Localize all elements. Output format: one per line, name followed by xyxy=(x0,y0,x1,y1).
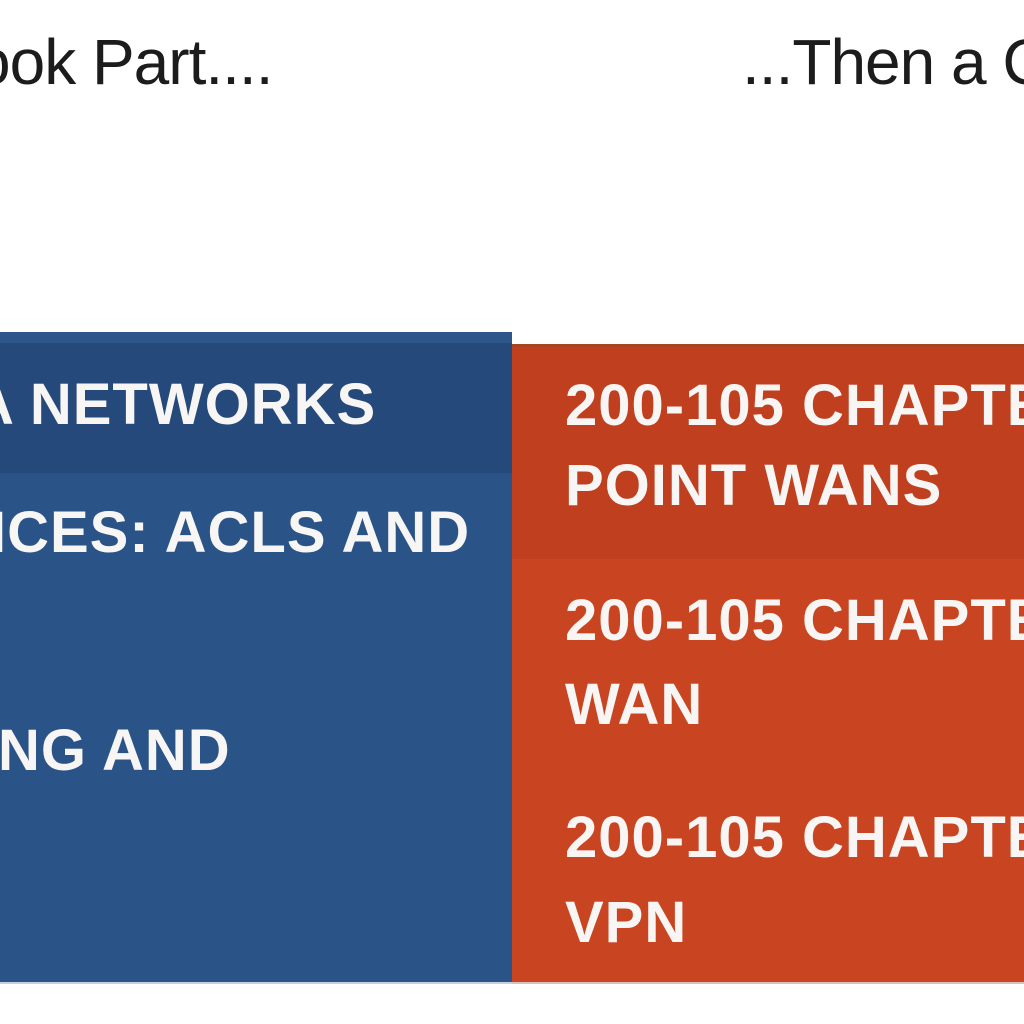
book-part-3-label: NG AND xyxy=(0,718,231,783)
chapter-1-label-line-2: POINT WANS xyxy=(565,453,943,518)
book-parts-column xyxy=(0,332,512,984)
blue-top-strip xyxy=(0,332,512,343)
book-part-2-label: ICES: ACLS AND xyxy=(0,500,471,565)
chapters-column xyxy=(512,344,1024,984)
book-part-1-label: A NETWORKS xyxy=(0,372,377,437)
book-part-item-1-bg xyxy=(0,343,512,473)
header-right-fragment: ...Then a C xyxy=(742,26,1024,98)
chapter-2-label-line-1: 200-105 CHAPTE xyxy=(565,588,1024,653)
chapter-item-1-bg xyxy=(512,347,1024,559)
chapter-1-label-line-1: 200-105 CHAPTE xyxy=(565,373,1024,438)
chapter-3-label-line-2: VPN xyxy=(565,890,688,955)
chapter-2-label-line-2: WAN xyxy=(565,672,704,737)
chapter-3-label-line-1: 200-105 CHAPTE xyxy=(565,805,1024,870)
header-left-fragment: ook Part.... xyxy=(0,26,273,98)
